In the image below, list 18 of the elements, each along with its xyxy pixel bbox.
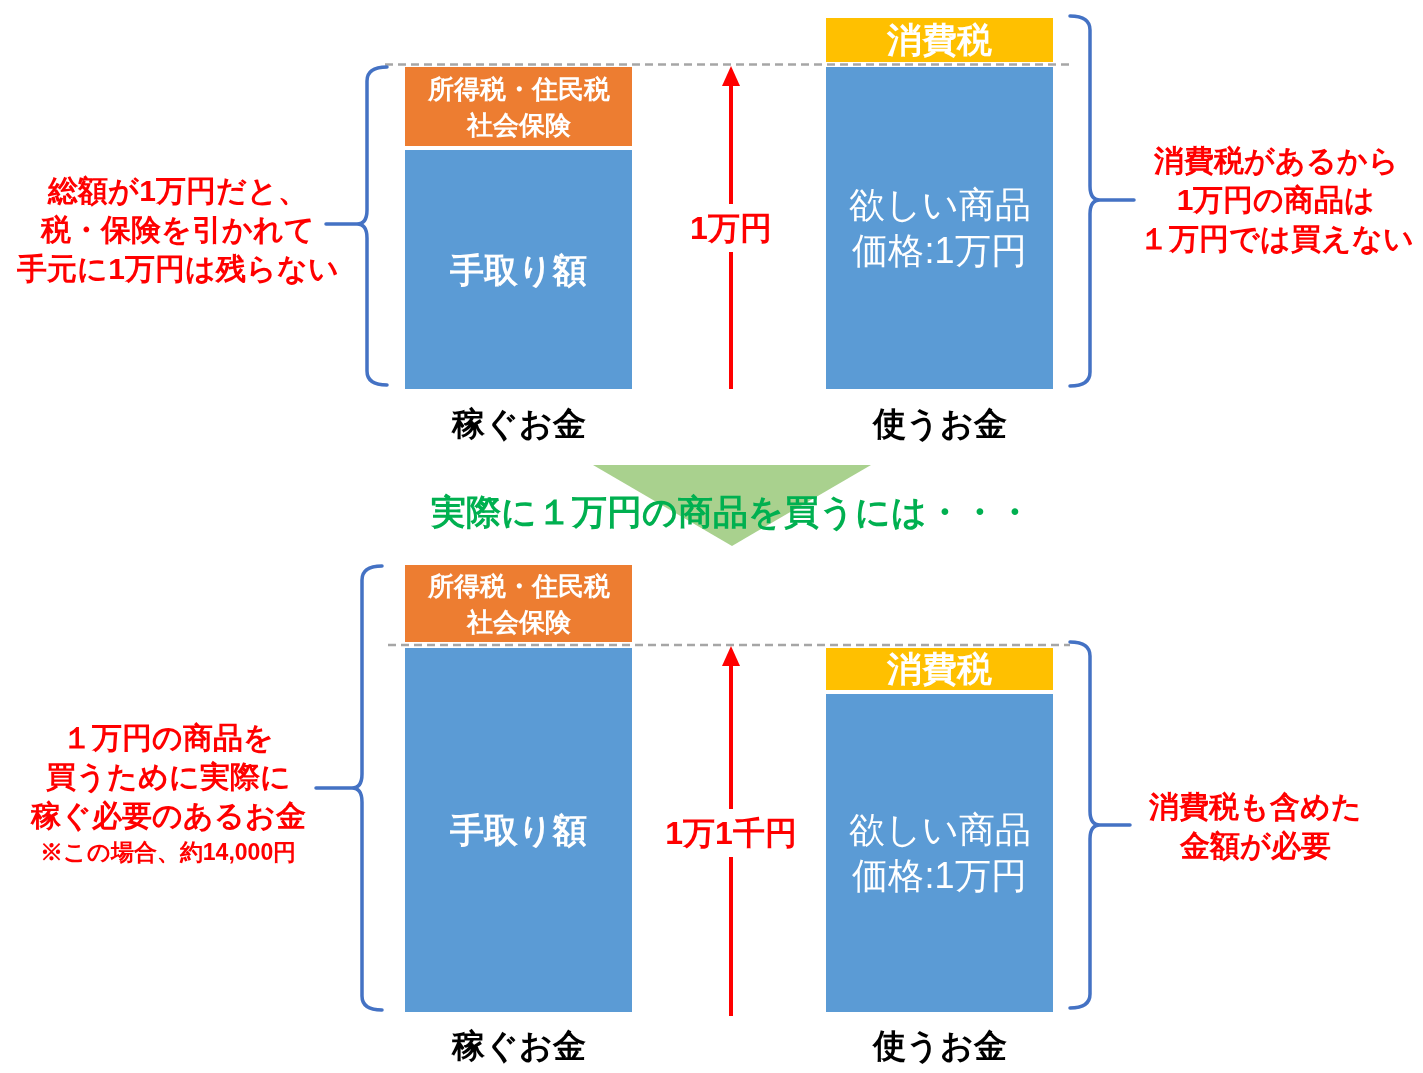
annotation: 消費税があるから1万円の商品は１万円では買えない — [1138, 142, 1414, 257]
bar-caption: 使うお金 — [872, 1026, 1007, 1066]
bar-segment: 消費税 — [826, 648, 1053, 690]
bar-segment: 欲しい商品価格:1万円 — [826, 694, 1053, 1012]
bar-caption: 使うお金 — [872, 404, 1007, 444]
bar-segment: 欲しい商品価格:1万円 — [826, 67, 1053, 389]
bar-segment: 手取り額 — [405, 150, 632, 389]
footnote: ※この場合、約14,000円 — [39, 838, 297, 867]
bar-segment: 所得税・住民税社会保険 — [405, 67, 632, 146]
annotation: １万円の商品を買うために実際に稼ぐ必要のあるお金 — [30, 719, 306, 834]
bar-caption: 稼ぐお金 — [451, 1026, 586, 1066]
down-triangle: 実際に１万円の商品を買うには・・・ — [428, 465, 1034, 546]
bar-segment: 消費税 — [826, 18, 1053, 62]
bar-segment: 手取り額 — [405, 648, 632, 1012]
bar-caption: 稼ぐお金 — [451, 404, 586, 444]
annotation: 総額が1万円だと、税・保険を引かれて手元に1万円は残らない — [17, 172, 339, 287]
annotation: 消費税も含めた金額が必要 — [1148, 789, 1362, 864]
bar-segment: 所得税・住民税社会保険 — [405, 565, 632, 642]
